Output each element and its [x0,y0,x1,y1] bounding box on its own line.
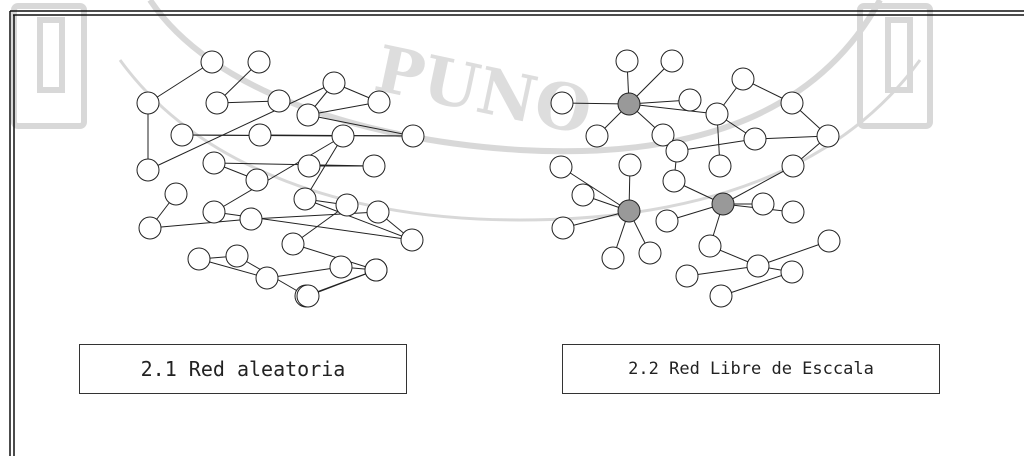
network-node [731,67,755,91]
network-node [366,200,390,224]
network-node [248,123,272,147]
network-node [780,260,804,284]
network-node [401,124,425,148]
network-node [364,258,388,282]
network-edge [686,265,759,277]
network-node [170,123,194,147]
network-edge [307,101,380,116]
network-edge [720,271,793,297]
network-node [549,155,573,179]
network-node [296,284,320,308]
scale-free-network-caption-text: 2.2 Red Libre de Esccala [628,359,874,379]
network-node [817,229,841,253]
network-edge [307,269,377,297]
network-node [247,50,271,74]
network-node [296,103,320,127]
network-edge [213,135,344,213]
network-edge [722,165,794,205]
network-edge [757,240,830,267]
page-border [9,10,1024,456]
network-edge [149,218,252,229]
network-node [164,182,188,206]
network-edge [754,135,829,140]
network-node [751,192,775,216]
network-node [367,90,391,114]
network-node [202,151,226,175]
hub-node [617,92,641,116]
network-node [709,284,733,308]
network-node [615,49,639,73]
network-node [239,207,263,231]
network-node [400,228,424,252]
network-node [705,102,729,126]
network-edge [676,138,756,152]
network-node [781,154,805,178]
network-node [601,246,625,270]
network-node [293,187,317,211]
network-node [331,124,355,148]
network-node [571,183,595,207]
network-node [255,266,279,290]
network-node [136,158,160,182]
random-network-caption: 2.1 Red aleatoria [79,344,407,394]
scale-free-network-graph [549,49,841,308]
network-node [618,153,642,177]
network-node [202,200,226,224]
network-node [708,154,732,178]
random-network-graph [136,50,425,308]
network-node [297,154,321,178]
network-node [225,244,249,268]
network-node [187,247,211,271]
network-edge [307,114,414,137]
random-network-caption-text: 2.1 Red aleatoria [140,357,346,381]
network-node [660,49,684,73]
network-node [550,91,574,115]
network-node [651,123,675,147]
network-node [675,264,699,288]
network-node [136,91,160,115]
network-node [698,234,722,258]
network-edge [250,211,379,220]
network-edge [292,243,377,271]
network-node [662,169,686,193]
hub-node [617,199,641,223]
network-edge [304,135,344,200]
network-edge [147,61,213,104]
network-edge [266,266,342,279]
network-node [205,91,229,115]
network-node [816,124,840,148]
scale-free-network-caption: 2.2 Red Libre de Esccala [562,344,940,394]
network-node [329,255,353,279]
network-node [335,193,359,217]
network-node [200,50,224,74]
network-node [780,91,804,115]
network-node [655,209,679,233]
network-node [585,124,609,148]
network-node [322,71,346,95]
network-node [678,88,702,112]
network-edge [628,103,718,115]
network-node [281,232,305,256]
network-node [362,154,386,178]
network-edge [304,198,413,241]
hub-node [711,192,735,216]
network-edge [147,82,335,171]
network-node [551,216,575,240]
network-edge [560,166,630,212]
network-edge [198,258,268,279]
network-node [665,139,689,163]
network-node [781,200,805,224]
network-node [138,216,162,240]
network-node [743,127,767,151]
network-node [245,168,269,192]
network-node [267,89,291,113]
network-node [746,254,770,278]
network-node [638,241,662,265]
